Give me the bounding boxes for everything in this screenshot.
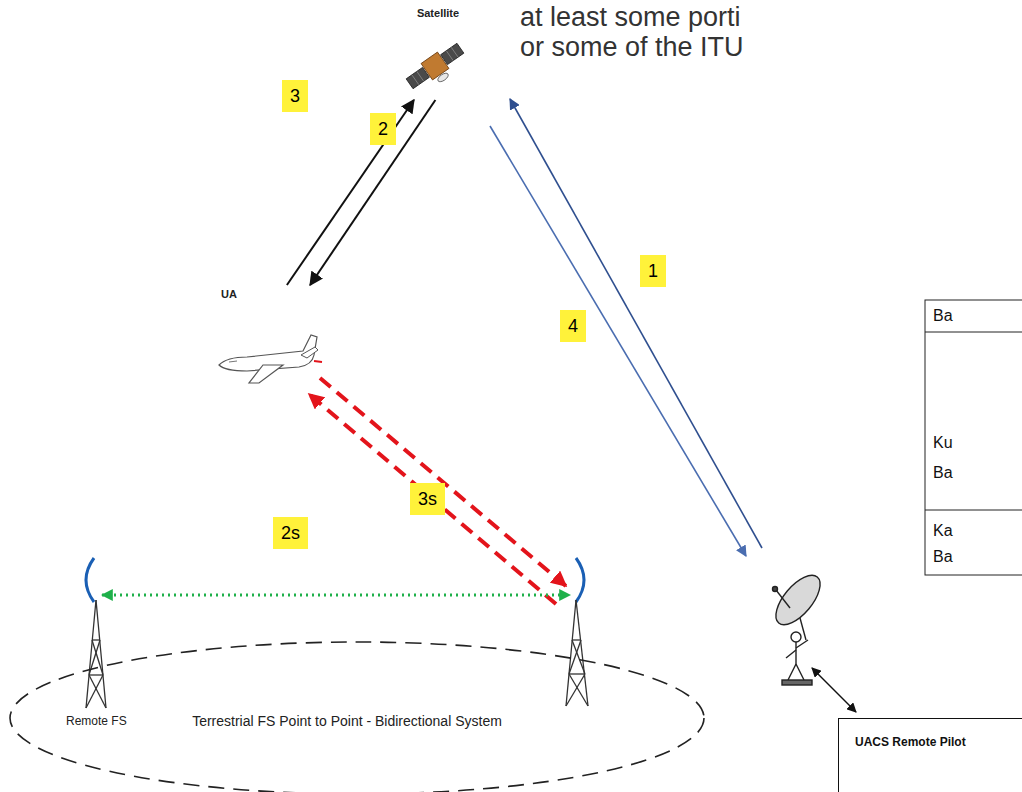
- node-text: UA: [215, 285, 331, 300]
- fs-link-arrow: [102, 594, 570, 597]
- link-arrow: [287, 100, 414, 285]
- interference-arrow: [309, 394, 556, 604]
- heading-text: or some of the ITU: [520, 32, 744, 62]
- table-cell: Ba: [933, 306, 953, 326]
- satellite-icon: [403, 35, 467, 97]
- uplink-arrow: [510, 99, 762, 548]
- node-text: Terrestrial FS Point to Point - Bidirect…: [192, 713, 502, 729]
- link-arrow: [310, 100, 435, 285]
- node-text: UACS Remote Pilot: [839, 719, 1022, 749]
- downlink-arrow: [490, 126, 746, 556]
- band-table: [925, 300, 1022, 575]
- callout-number: 2s: [273, 517, 308, 549]
- ground-station: [768, 568, 828, 685]
- part-label: Remote FS: [66, 714, 127, 728]
- callout-number: 3s: [410, 483, 445, 515]
- table-cell: Ku Ba: [933, 428, 961, 488]
- aircraft-icon: [215, 325, 325, 390]
- pilot-box: UACS Remote Pilot: [838, 718, 1022, 792]
- callout-number: 4: [560, 310, 586, 342]
- callout-number: 3: [282, 80, 308, 112]
- callout-number: 2: [370, 113, 396, 145]
- node-text: Satellite: [395, 5, 481, 19]
- aircraft-node: UA: [215, 285, 331, 390]
- interference-arrow: [320, 378, 566, 586]
- heading-text: at least some porti: [520, 2, 741, 32]
- fs-tower: [566, 558, 588, 706]
- satellite-node: Satellite: [395, 5, 481, 100]
- control-link-arrow: [812, 668, 856, 712]
- table-cell: Ka Ba: [933, 518, 961, 570]
- callout-number: 1: [640, 255, 666, 287]
- fs-tower: [86, 558, 106, 708]
